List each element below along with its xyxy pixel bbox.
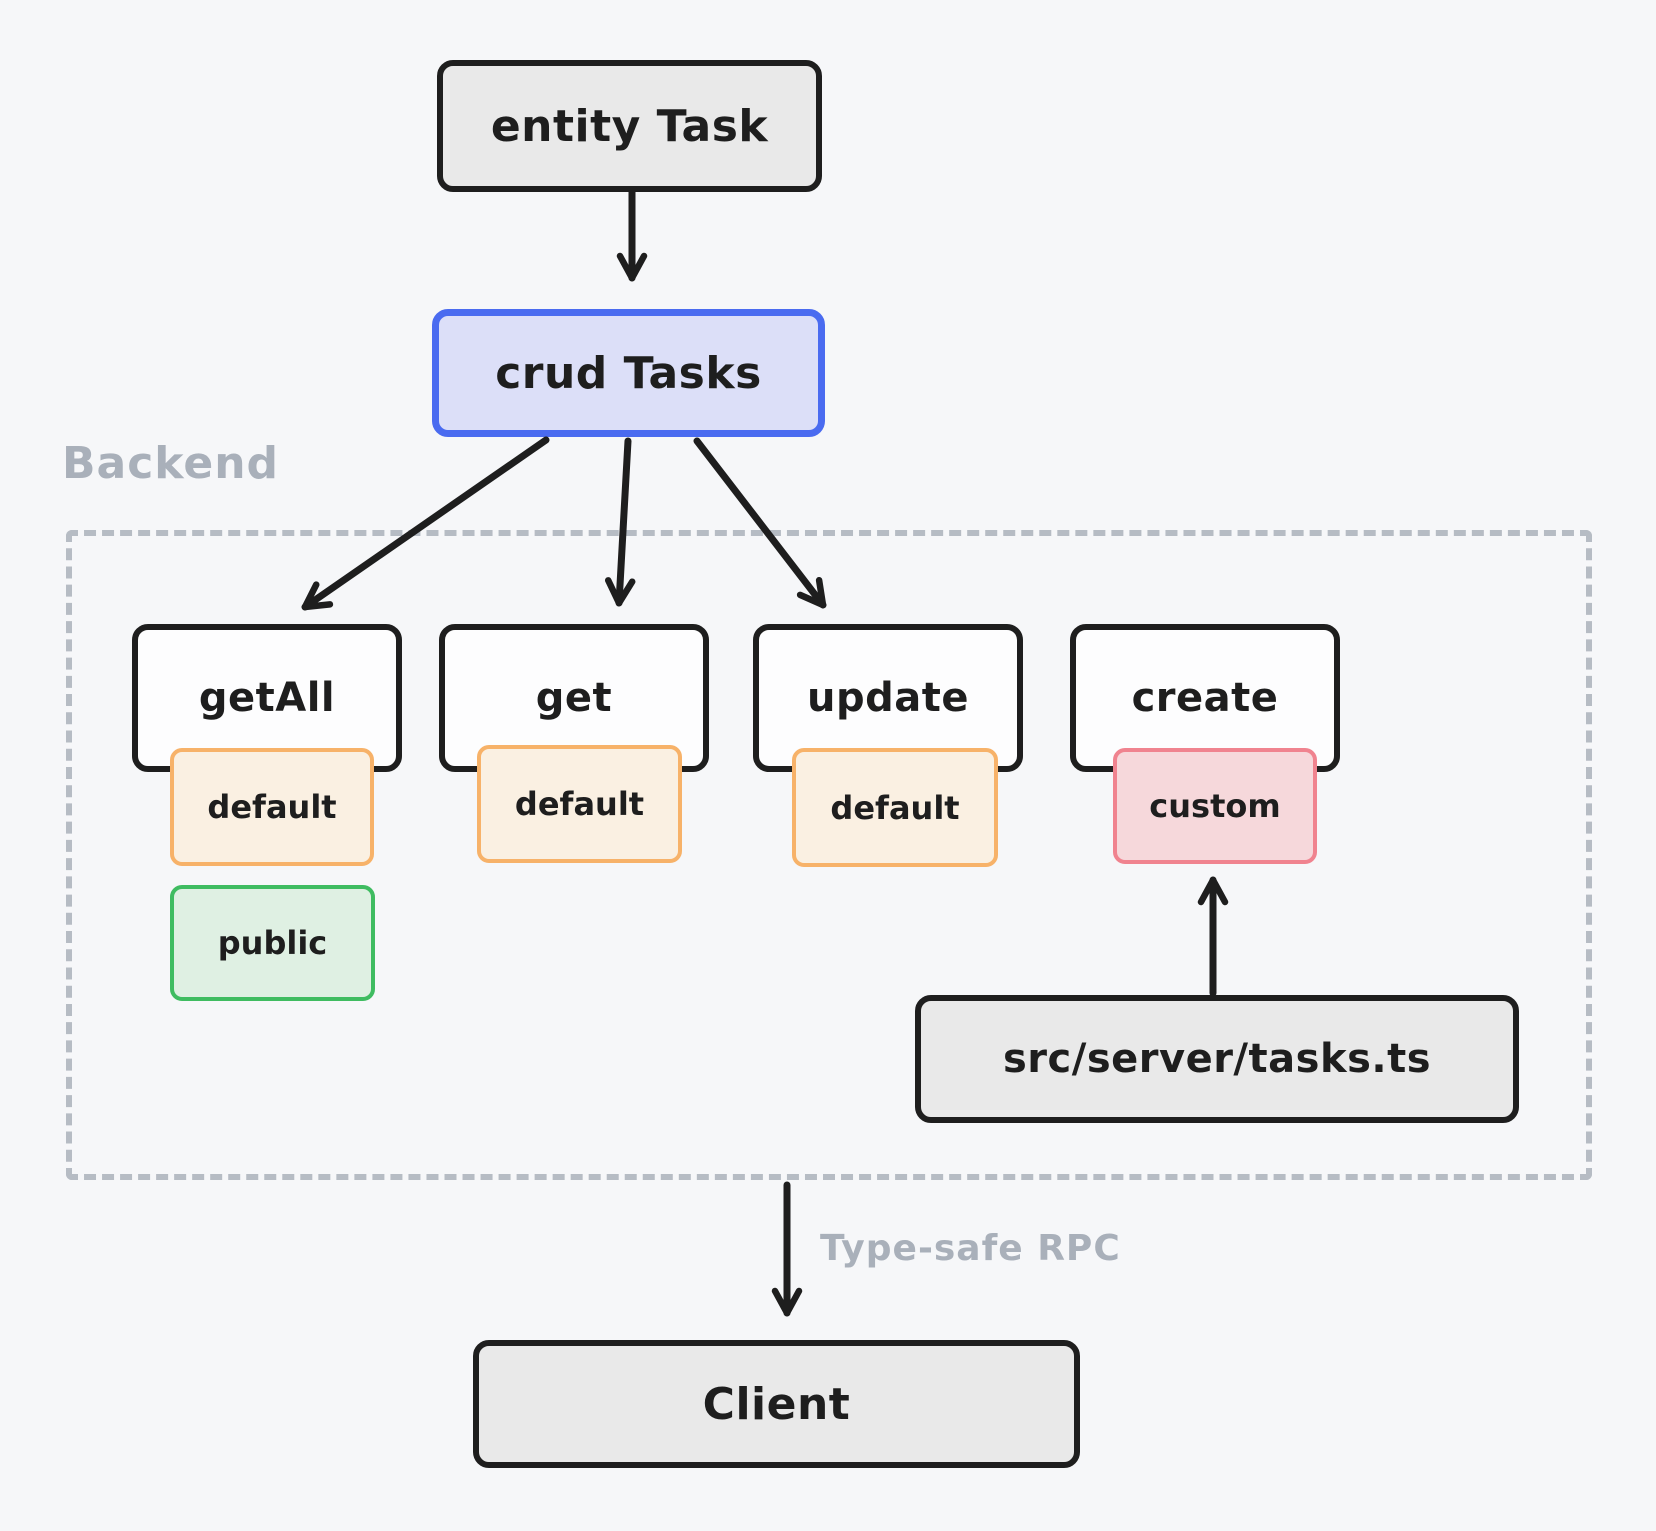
badge-getall-public: public	[170, 885, 375, 1001]
node-update: update	[753, 624, 1023, 772]
backend-group-box	[66, 530, 1592, 1180]
node-crud-tasks: crud Tasks	[432, 309, 825, 437]
node-entity-task: entity Task	[437, 60, 822, 192]
badge-create-custom: custom	[1113, 748, 1317, 864]
badge-update-default: default	[792, 748, 998, 867]
backend-group-label: Backend	[62, 438, 280, 489]
node-create: create	[1070, 624, 1340, 772]
node-client: Client	[473, 1340, 1080, 1468]
node-server-file-path: src/server/tasks.ts	[915, 995, 1519, 1123]
rpc-edge-label: Type-safe RPC	[820, 1228, 1121, 1269]
badge-get-default: default	[477, 745, 682, 863]
badge-getall-default: default	[170, 748, 374, 866]
